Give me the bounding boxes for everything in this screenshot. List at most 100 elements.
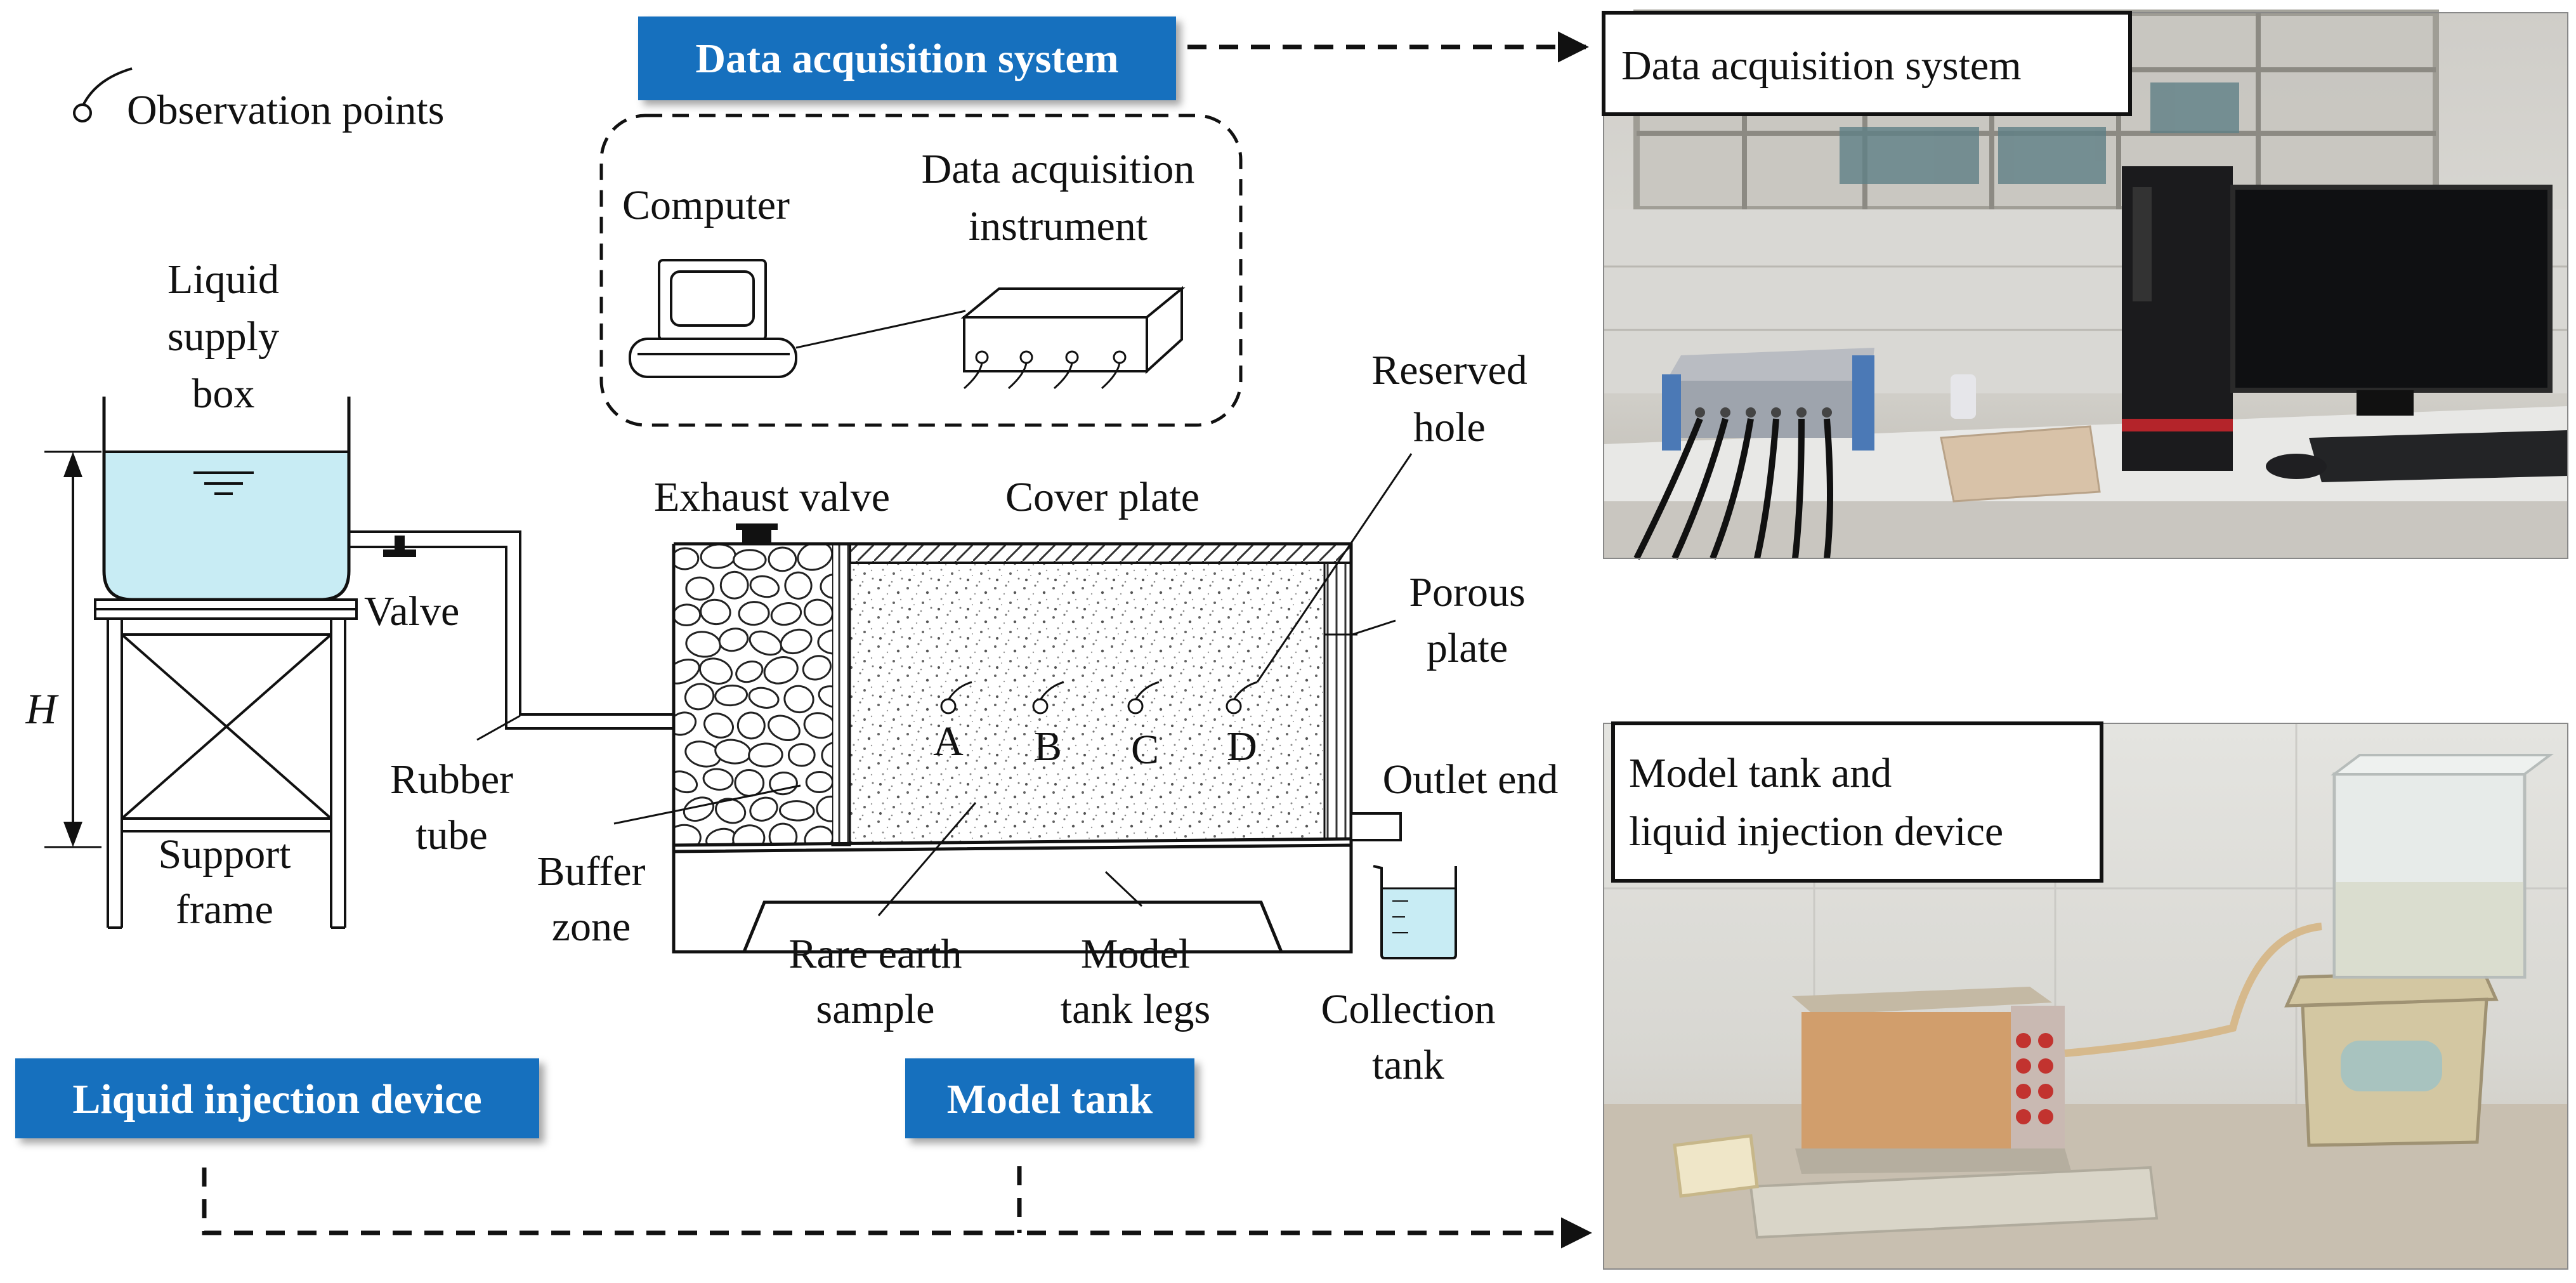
gravel-stone xyxy=(768,714,801,741)
exhaust-valve xyxy=(736,523,778,544)
gravel-stone xyxy=(749,796,778,822)
rubber-tube-label-1: Rubber xyxy=(390,756,513,803)
supply-box-label-1: Liquid xyxy=(167,256,279,303)
gravel-stone xyxy=(748,742,783,768)
gravel-stone xyxy=(817,629,832,655)
gravel-stone xyxy=(674,711,697,736)
computer-icon xyxy=(629,259,797,378)
buffer-zone xyxy=(674,544,832,845)
outlet-end-label: Outlet end xyxy=(1383,756,1559,803)
arrow-to-tank-photo xyxy=(202,1168,1592,1249)
cover-plate-label: Cover plate xyxy=(1005,474,1200,520)
tank-photo-caption-line-1: Model tank and xyxy=(1629,750,1892,796)
tank-photo-caption: Model tank and liquid injection device xyxy=(1611,721,2103,883)
legend-label: Observation points xyxy=(127,87,444,133)
gravel-stone xyxy=(674,603,702,627)
daq-instrument-label-2: instrument xyxy=(969,203,1147,249)
collection-tank xyxy=(1373,865,1457,959)
gravel-stone xyxy=(674,824,702,845)
rare-earth-sample xyxy=(850,563,1324,845)
gravel-stone xyxy=(818,685,832,709)
gravel-stone xyxy=(821,741,832,768)
valve xyxy=(383,536,416,557)
leader-lines xyxy=(613,453,1413,916)
gravel-stone xyxy=(674,770,698,794)
observation-point-a xyxy=(940,681,972,714)
gravel-stone xyxy=(738,601,770,626)
gravel-stone xyxy=(698,657,733,685)
banner-liquid-injection: Liquid injection device xyxy=(15,1058,539,1138)
gravel-stone xyxy=(803,712,832,739)
daq-system-group: Computer Data acquisition instrument xyxy=(599,114,1243,427)
supply-box-label-3: box xyxy=(192,371,255,417)
height-label: H xyxy=(25,685,59,733)
gravel-stone xyxy=(783,685,814,714)
gravel-stone xyxy=(802,655,832,681)
gravel-stone xyxy=(732,824,766,845)
observation-point-legend: Observation points xyxy=(73,67,444,133)
gravel-stone xyxy=(749,575,780,598)
daq-instrument-label-1: Data acquisition xyxy=(922,146,1195,192)
model-tank-legs-label-2: tank legs xyxy=(1061,986,1210,1032)
gravel-stone xyxy=(674,547,700,570)
gravel-stone xyxy=(769,771,798,796)
tank-photo-caption-line-2: liquid injection device xyxy=(1629,808,2003,855)
gravel-stone xyxy=(749,630,783,656)
rare-earth-sample-label-2: sample xyxy=(816,986,935,1032)
gravel-stone xyxy=(702,768,734,791)
liquid-supply-box xyxy=(102,397,351,602)
model-tank-legs-label-1: Model xyxy=(1081,931,1190,977)
supply-box-label-2: supply xyxy=(167,313,279,360)
banner-data-acquisition: Data acquisition system xyxy=(638,16,1176,100)
right-porous-plate xyxy=(1323,562,1352,840)
outlet-pipe xyxy=(1350,812,1402,841)
gravel-stone xyxy=(780,628,813,655)
buffer-zone-label-1: Buffer xyxy=(537,848,645,895)
support-frame-label-1: Support xyxy=(158,831,291,878)
gravel-stone xyxy=(768,546,797,572)
computer-label: Computer xyxy=(622,182,790,228)
porous-plate-label-2: plate xyxy=(1427,625,1508,671)
daq-photo-caption-text: Data acquisition system xyxy=(1621,43,2022,89)
support-frame-label-2: frame xyxy=(176,886,273,933)
gravel-stone xyxy=(820,573,832,599)
gravel-stone xyxy=(787,743,816,767)
gravel-stone xyxy=(797,544,832,571)
gravel-stone xyxy=(779,800,815,822)
rubber-tube xyxy=(349,530,674,730)
observation-point-b xyxy=(1032,681,1064,714)
observation-point-c xyxy=(1127,681,1160,714)
daq-photo-caption: Data acquisition system xyxy=(1602,11,2132,116)
data-cable xyxy=(795,310,966,349)
observation-points: A B C D xyxy=(933,681,1258,773)
rare-earth-sample-label-1: Rare earth xyxy=(789,931,962,977)
left-porous-plate xyxy=(831,543,851,846)
gravel-stone xyxy=(718,628,749,652)
banner-data-acquisition-text: Data acquisition system xyxy=(695,36,1118,82)
valve-label: Valve xyxy=(364,588,459,635)
observation-point-d xyxy=(1226,681,1258,714)
collection-tank-label-2: tank xyxy=(1372,1042,1444,1088)
point-a-label: A xyxy=(933,718,964,765)
liquid-supply-group: Liquid supply box H xyxy=(25,256,674,933)
gravel-stone xyxy=(733,549,767,571)
gravel-stone xyxy=(805,770,832,794)
daq-instrument-icon xyxy=(960,286,1186,390)
reserved-hole-label-1: Reserved xyxy=(1371,347,1527,393)
banner-model-tank-text: Model tank xyxy=(947,1076,1153,1122)
model-tank-legs xyxy=(672,843,1353,954)
dashed-connectors xyxy=(202,31,1592,1249)
tank-photo xyxy=(1603,723,2568,1270)
gravel-stone xyxy=(735,660,764,683)
gravel-stone xyxy=(700,598,731,626)
height-dimension: H xyxy=(25,451,101,848)
buffer-zone-label-2: zone xyxy=(552,904,631,950)
point-c-label: C xyxy=(1131,727,1159,773)
gravel-stone xyxy=(784,571,813,600)
gravel-stone xyxy=(703,713,734,739)
gravel-stone xyxy=(763,656,799,685)
cover-plate xyxy=(849,543,1352,564)
gravel-stone xyxy=(816,795,832,822)
daq-photo xyxy=(1603,10,2568,560)
gravel-stone xyxy=(770,602,802,626)
